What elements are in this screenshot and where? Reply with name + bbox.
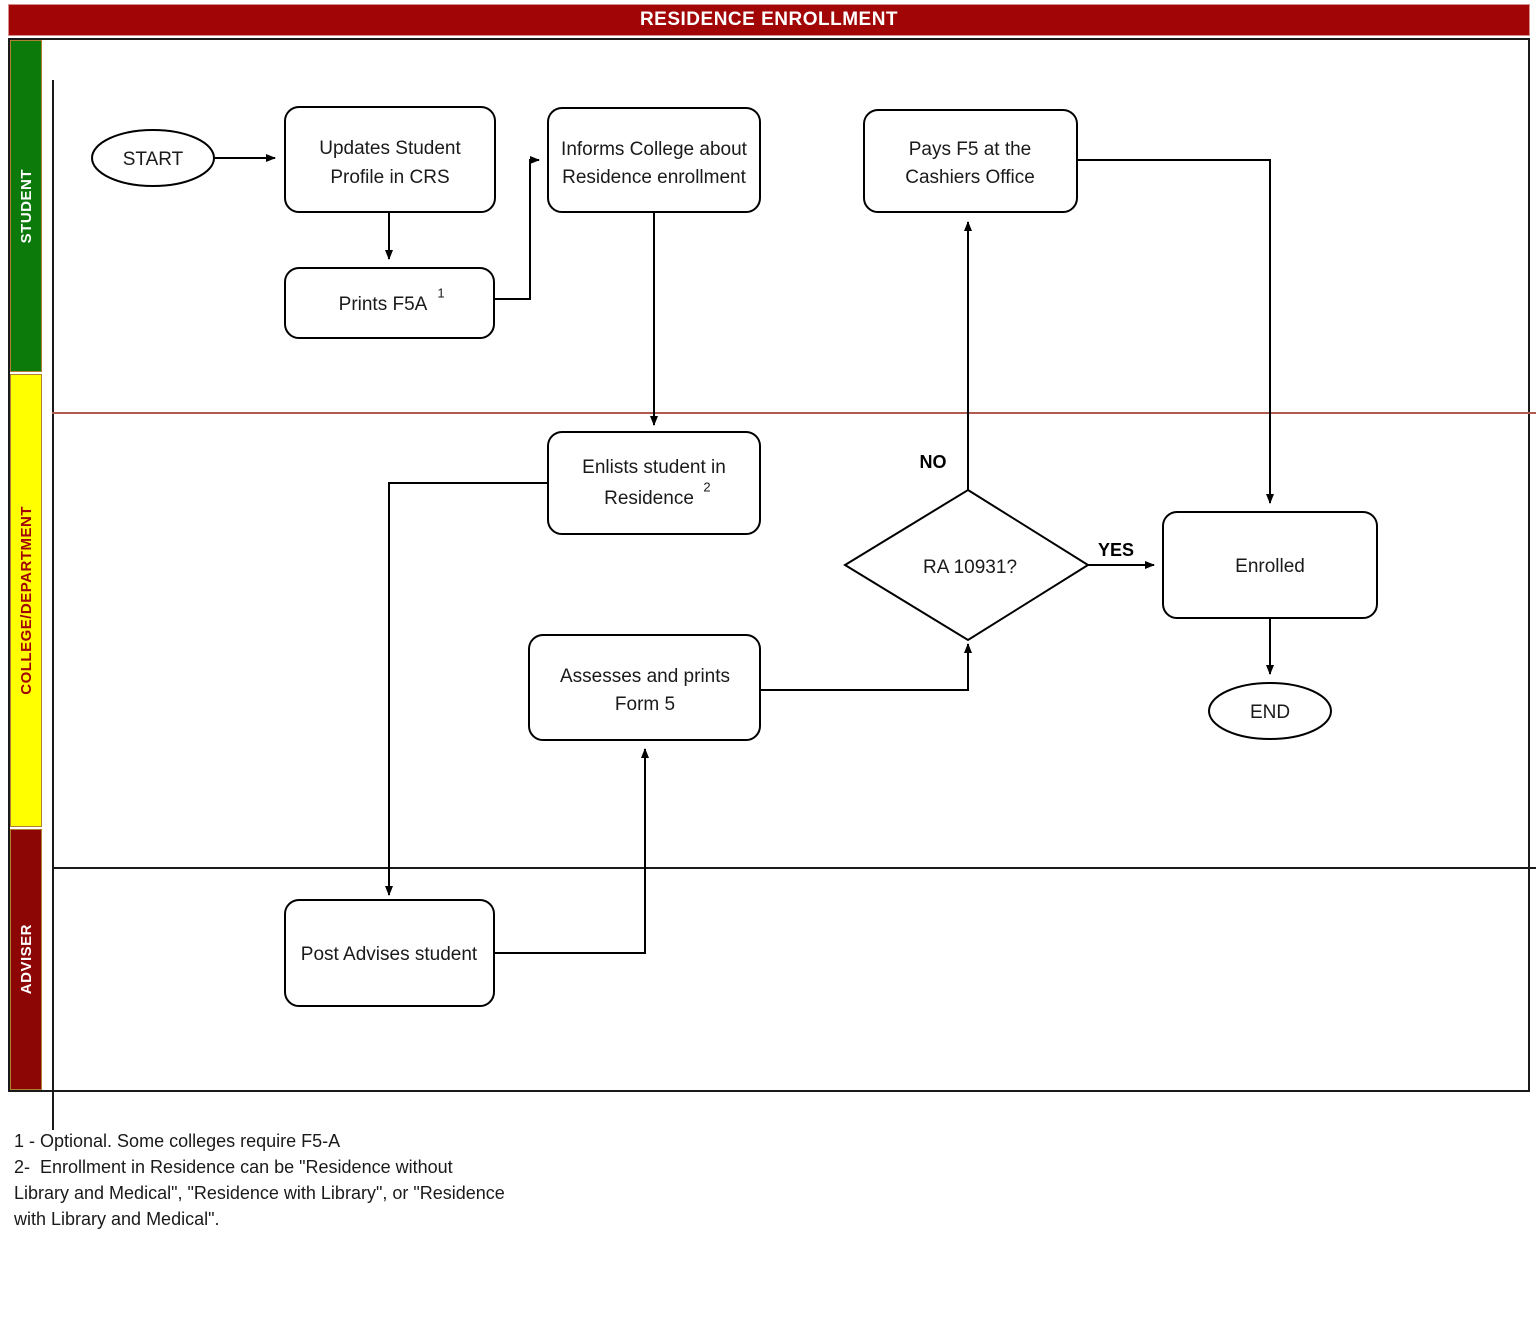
- lane-separator-student-college: [52, 412, 1536, 414]
- footnotes: 1 - Optional. Some colleges require F5-A…: [14, 1128, 714, 1232]
- page-title: RESIDENCE ENROLLMENT: [8, 4, 1530, 36]
- footnote-2-line-3: with Library and Medical".: [14, 1209, 220, 1230]
- lane-separator-college-adviser: [52, 867, 1536, 869]
- swimlane-student-label: STUDENT: [17, 168, 35, 244]
- swimlane-college-department-label: COLLEGE/DEPARTMENT: [17, 506, 35, 695]
- footnote-1: 1 - Optional. Some colleges require F5-A: [14, 1131, 341, 1151]
- swimlane-adviser-label: ADVISER: [17, 924, 35, 995]
- page-title-text: RESIDENCE ENROLLMENT: [639, 9, 899, 30]
- footnote-2-line-2: Library and Medical", "Residence with Li…: [14, 1183, 505, 1204]
- swimlane-college-department: COLLEGE/DEPARTMENT: [10, 374, 42, 827]
- lane-column-divider: [52, 80, 54, 1130]
- swimlane-student: STUDENT: [10, 40, 42, 372]
- footnote-2-line-1: 2- Enrollment in Residence can be "Resid…: [14, 1157, 453, 1178]
- swimlane-adviser: ADVISER: [10, 829, 42, 1090]
- diagram-frame: [8, 38, 1536, 1130]
